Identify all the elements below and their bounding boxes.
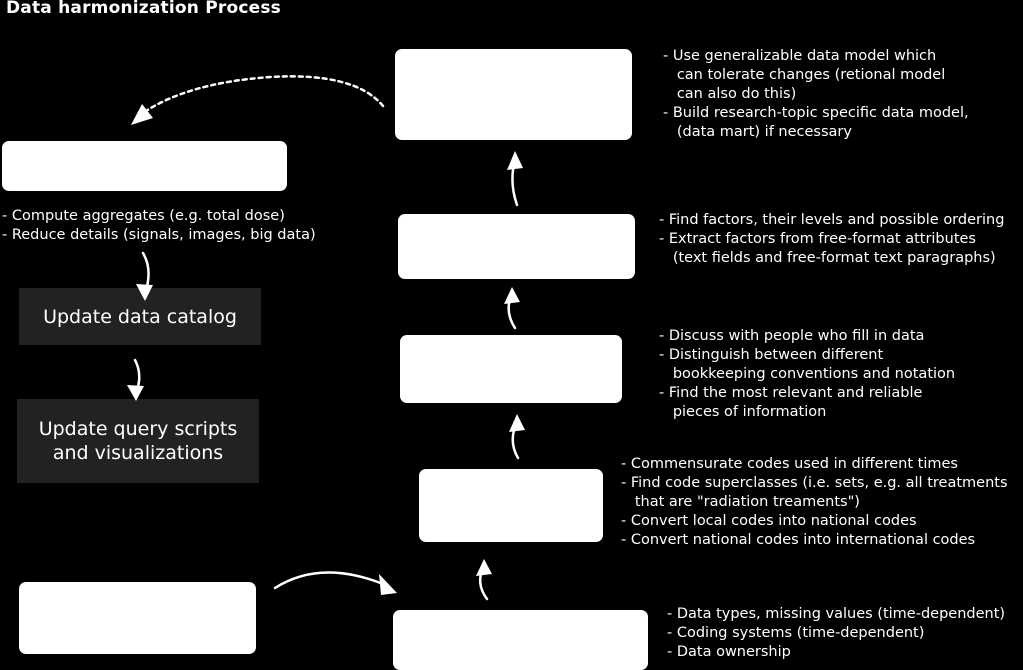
codes-notes: - Commensurate codes used in different t… [621, 455, 1008, 550]
arrow-head-up-3 [504, 287, 520, 304]
arrow-head-up-1 [476, 559, 492, 576]
note-line: - Convert local codes into national code… [621, 513, 917, 529]
step-box-discuss [400, 335, 622, 403]
note-line: can also do this) [663, 86, 797, 102]
note-line: pieces of information [659, 404, 827, 420]
note-line: (text fields and free-format text paragr… [659, 250, 996, 266]
arrow-curve-right [273, 571, 390, 590]
step-box-aggregates [2, 141, 287, 191]
step-box-source [19, 582, 256, 654]
update-query-scripts-line2: and visualizations [52, 442, 224, 464]
step-box-codes [419, 469, 603, 542]
note-line: that are "radiation treaments") [621, 494, 860, 510]
note-line: - Find code superclasses (i.e. sets, e.g… [621, 475, 1008, 491]
arrow-head-down-2 [127, 385, 144, 401]
note-line: - Use generalizable data model which [663, 48, 937, 64]
note-line: - Commensurate codes used in different t… [621, 456, 958, 472]
note-line: - Find the most relevant and reliable [659, 385, 923, 401]
note-line: - Extract factors from free-format attri… [659, 231, 976, 247]
diagram-title: Data harmonization Process [6, 0, 281, 18]
step-box-data-model [395, 49, 632, 140]
data-types-notes: - Data types, missing values (time-depen… [667, 605, 1005, 662]
arrow-head-dashed [131, 104, 153, 125]
step-box-data-types [393, 610, 648, 670]
note-line: bookkeeping conventions and notation [659, 366, 956, 382]
note-line: - Find factors, their levels and possibl… [659, 212, 1005, 228]
update-query-scripts-box: Update query scripts and visualizations [17, 399, 259, 483]
arrow-dashed [138, 75, 385, 117]
arrow-head-up-4 [507, 151, 523, 170]
factors-notes: - Find factors, their levels and possibl… [659, 211, 1004, 268]
update-data-catalog-box: Update data catalog [19, 288, 261, 345]
arrow-head-down-1 [136, 284, 153, 301]
arrow-head-right [379, 574, 397, 595]
note-line: - Distinguish between different [659, 347, 884, 363]
update-query-scripts-line1: Update query scripts [38, 418, 238, 440]
update-data-catalog-label: Update data catalog [43, 305, 237, 328]
note-line: - Convert national codes into internatio… [621, 532, 976, 548]
arrow-head-up-2 [509, 414, 525, 432]
note-line: - Build research-topic specific data mod… [663, 105, 969, 121]
note-line: - Coding systems (time-dependent) [667, 625, 925, 641]
note-line: - Reduce details (signals, images, big d… [2, 227, 316, 243]
note-line: - Data types, missing values (time-depen… [667, 606, 1006, 622]
step-box-factors [398, 214, 635, 279]
aggregates-notes: - Compute aggregates (e.g. total dose) -… [2, 207, 316, 245]
note-line: - Compute aggregates (e.g. total dose) [2, 208, 285, 224]
note-line: - Data ownership [667, 644, 791, 660]
note-line: (data mart) if necessary [663, 124, 852, 140]
discuss-notes: - Discuss with people who fill in data -… [659, 327, 955, 422]
note-line: - Discuss with people who fill in data [659, 328, 925, 344]
data-model-notes: - Use generalizable data model which can… [663, 47, 969, 142]
note-line: can tolerate changes (retional model [663, 67, 946, 83]
